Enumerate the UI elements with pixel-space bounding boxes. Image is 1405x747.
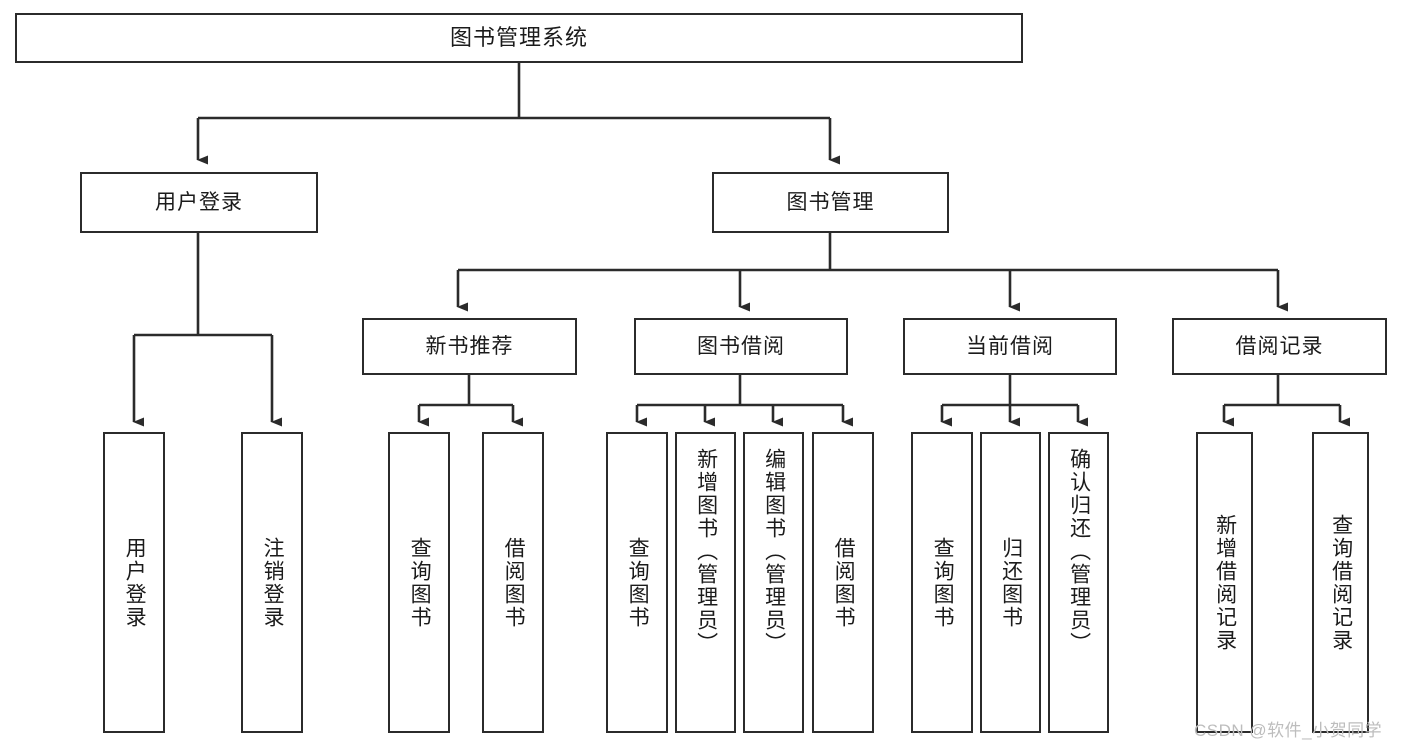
leaf-label: 注销登录: [261, 536, 285, 629]
leaf-logout[interactable]: 注销登录: [241, 432, 303, 733]
leaf-add-borrow-record[interactable]: 新增借阅记录: [1196, 432, 1253, 733]
leaf-label: 查询图书: [408, 536, 432, 629]
node-book-management[interactable]: 图书管理: [712, 172, 949, 233]
leaf-confirm-return-admin[interactable]: 确认归还（管理员）: [1048, 432, 1109, 733]
node-label: 图书管理系统: [449, 24, 588, 50]
node-current-borrow[interactable]: 当前借阅: [903, 318, 1117, 375]
node-book-borrow[interactable]: 图书借阅: [634, 318, 848, 375]
node-user-login[interactable]: 用户登录: [80, 172, 318, 233]
node-label: 借阅记录: [1235, 334, 1324, 358]
leaf-label: 新增借阅记录: [1213, 513, 1237, 652]
node-label: 用户登录: [155, 190, 243, 214]
leaf-label: 借阅图书: [502, 536, 526, 629]
leaf-edit-book-admin[interactable]: 编辑图书（管理员）: [743, 432, 804, 733]
leaf-query-borrow-record[interactable]: 查询借阅记录: [1312, 432, 1369, 733]
leaf-label: 新增图书（管理员）: [694, 448, 718, 655]
leaf-label: 借阅图书: [832, 536, 856, 629]
leaf-user-login[interactable]: 用户登录: [103, 432, 165, 733]
leaf-label: 查询图书: [626, 536, 650, 629]
leaf-add-book-admin[interactable]: 新增图书（管理员）: [675, 432, 736, 733]
leaf-label: 确认归还（管理员）: [1067, 448, 1091, 655]
leaf-query-book-new[interactable]: 查询图书: [388, 432, 450, 733]
node-new-book-recommend[interactable]: 新书推荐: [362, 318, 577, 375]
csdn-watermark: CSDN @软件_小贺同学: [1194, 721, 1383, 740]
leaf-borrow-book[interactable]: 借阅图书: [812, 432, 874, 733]
leaf-label: 编辑图书（管理员）: [762, 448, 786, 655]
node-label: 新书推荐: [425, 334, 514, 358]
leaf-label: 查询图书: [931, 536, 955, 629]
leaf-query-book-current[interactable]: 查询图书: [911, 432, 973, 733]
node-label: 图书管理: [786, 190, 875, 214]
leaf-borrow-book-new[interactable]: 借阅图书: [482, 432, 544, 733]
node-borrow-record[interactable]: 借阅记录: [1172, 318, 1387, 375]
node-root-system[interactable]: 图书管理系统: [15, 13, 1023, 63]
leaf-query-book-borrow[interactable]: 查询图书: [606, 432, 668, 733]
leaf-label: 用户登录: [123, 536, 147, 629]
node-label: 当前借阅: [966, 334, 1054, 358]
leaf-label: 查询借阅记录: [1329, 513, 1353, 652]
leaf-return-book[interactable]: 归还图书: [980, 432, 1041, 733]
leaf-label: 归还图书: [999, 536, 1023, 629]
node-label: 图书借阅: [697, 334, 785, 358]
